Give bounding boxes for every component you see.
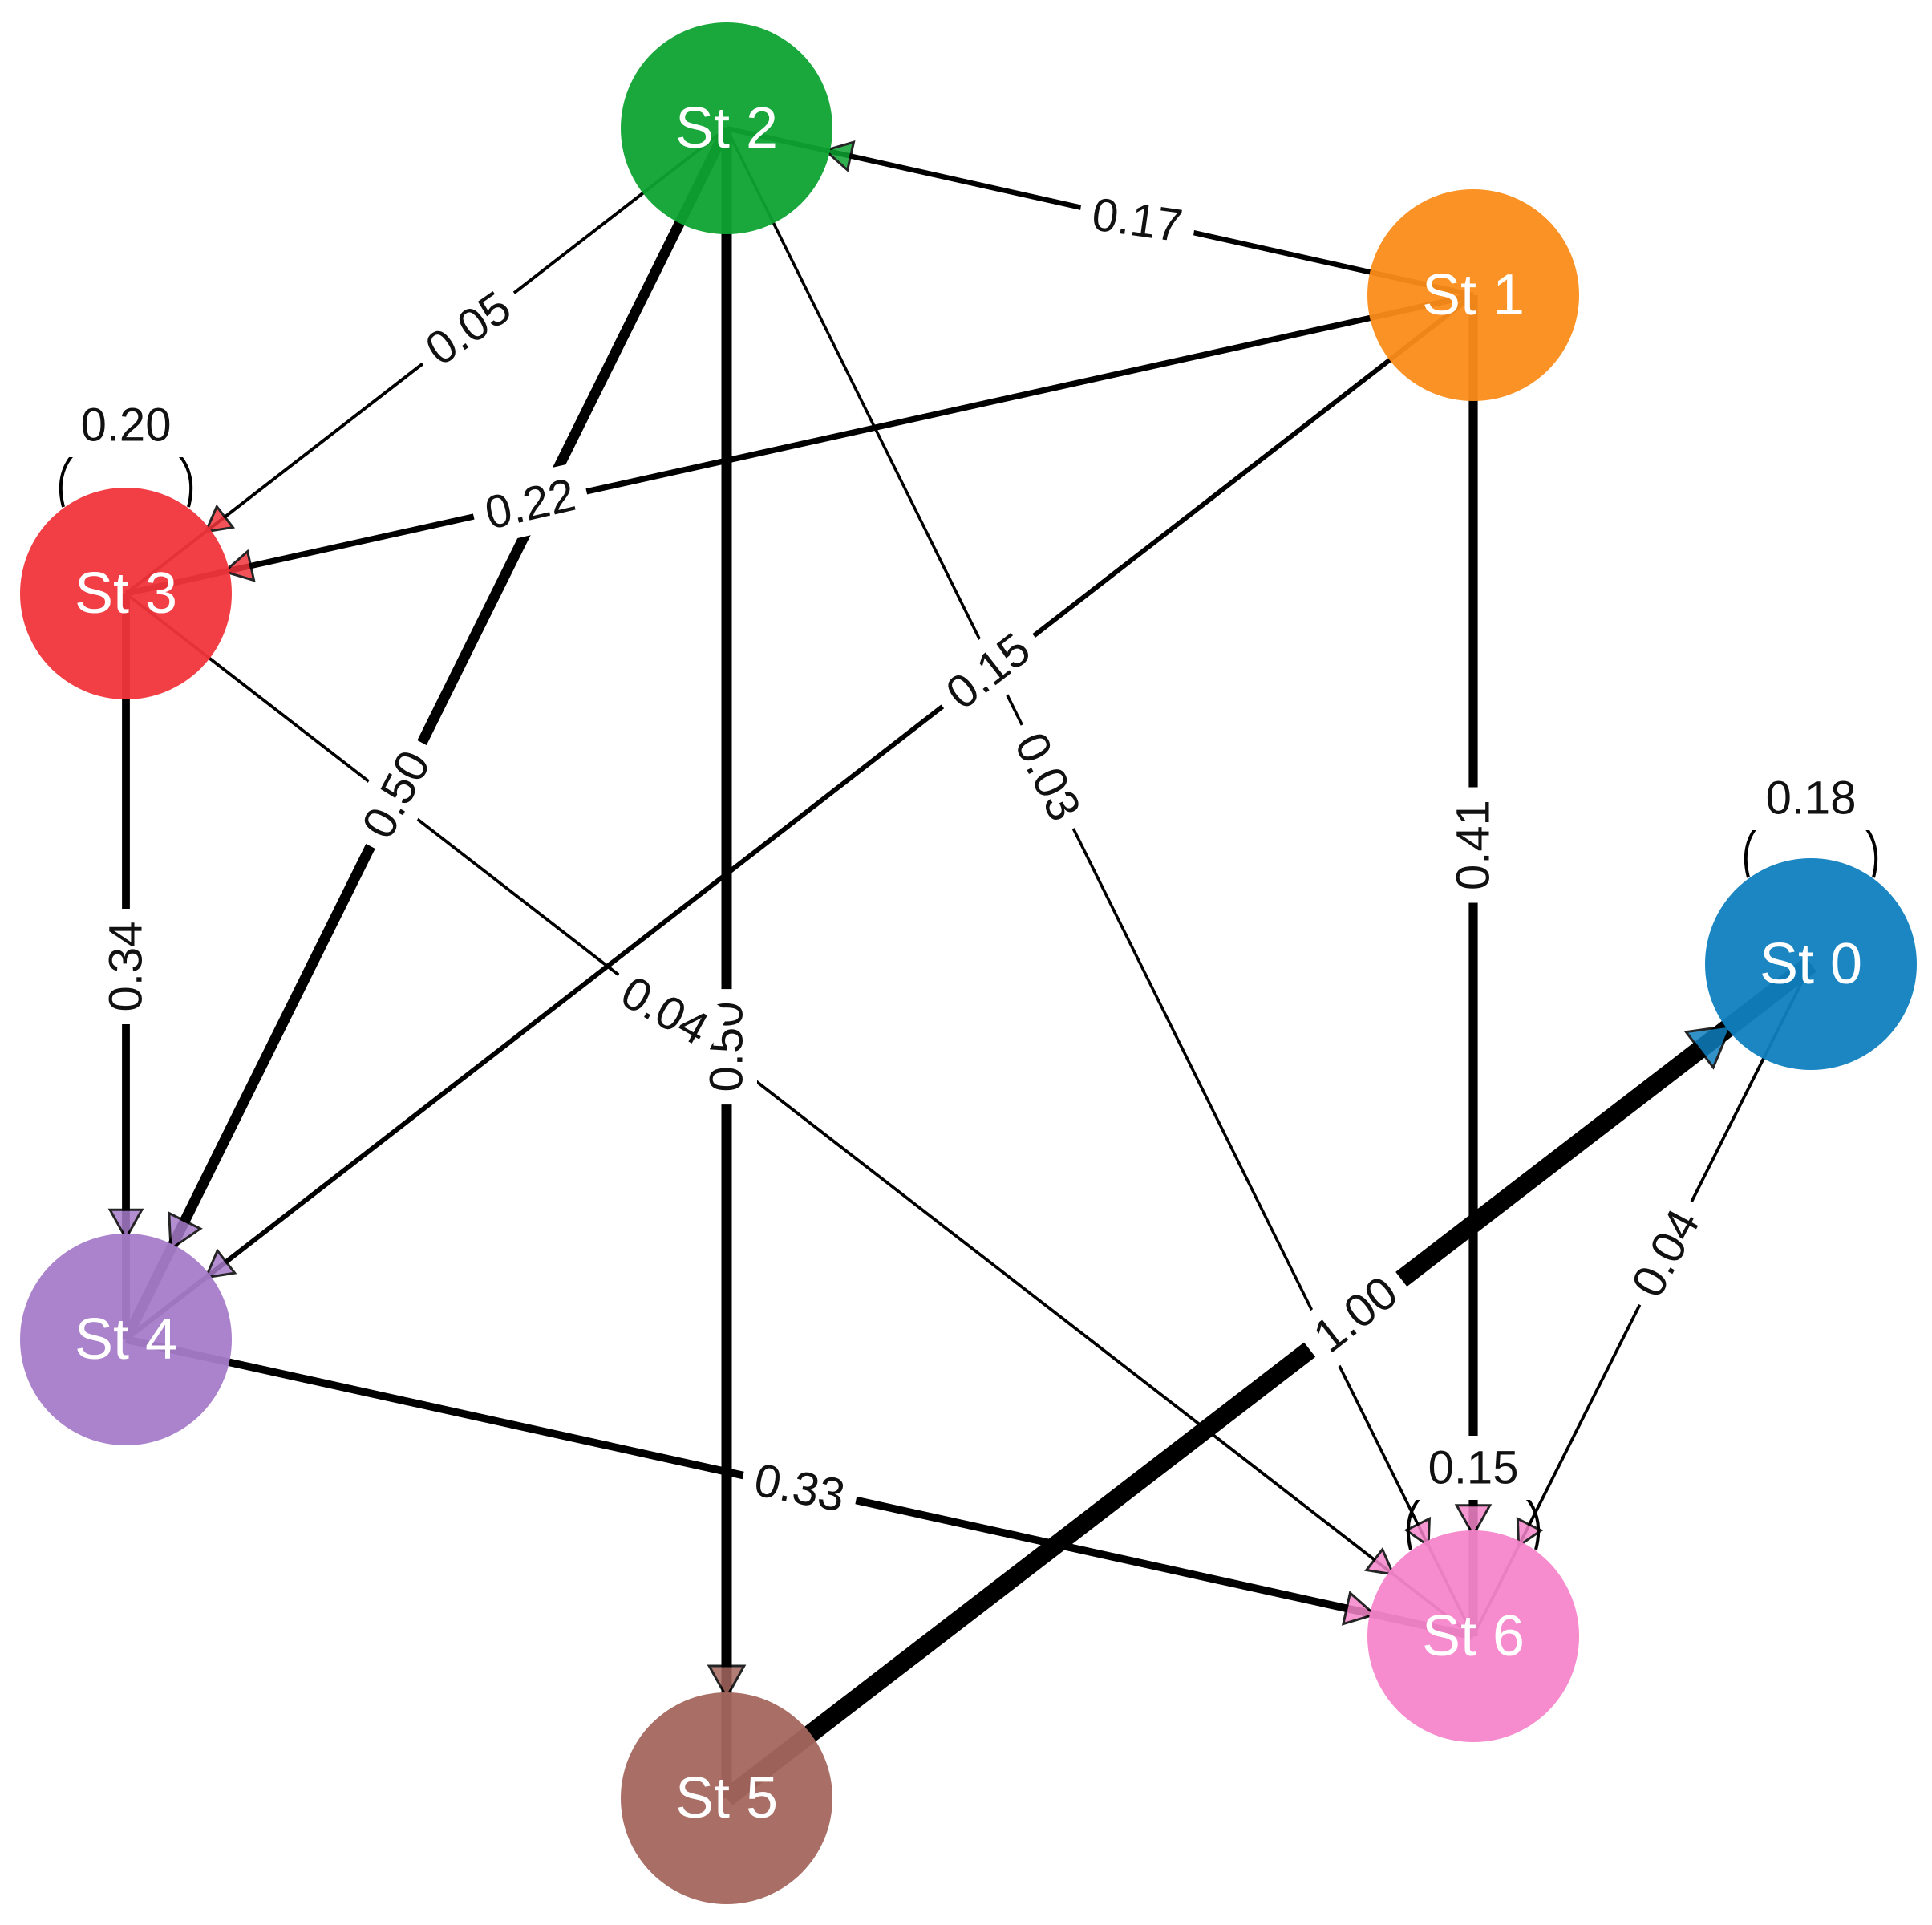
node-circle [1367, 189, 1579, 401]
arrowhead-s3-s6 [1364, 1546, 1395, 1576]
self-loop-label-s6: 0.15 [1411, 1436, 1536, 1500]
node-circle [621, 22, 832, 234]
edge-s2-s4 [121, 126, 731, 1342]
edge-label-s1-s2: 0.17 [1075, 181, 1199, 259]
self-loop-label-s3: 0.20 [63, 393, 188, 457]
node-label: St 3 [75, 561, 177, 626]
node-label: St 4 [75, 1307, 177, 1372]
arrowhead-s2-s6 [1403, 1516, 1432, 1548]
edge-weight-text: 0.17 [1089, 188, 1186, 252]
edge-s5-s0 [720, 956, 1817, 1806]
arrowhead-s1-s2 [822, 140, 856, 172]
node-s6: St 6 [1367, 1530, 1579, 1742]
edge-weight-text: 0.34 [100, 922, 152, 1012]
node-s2: St 2 [621, 22, 832, 234]
node-s0: St 0 [1705, 858, 1917, 1070]
edge-s1-s4 [124, 293, 1475, 1342]
edge-label-s1-s6: 0.41 [1443, 787, 1504, 903]
arrowhead-s2-s5 [707, 1664, 747, 1700]
arrowhead-s1-s4 [204, 1248, 237, 1279]
arrowhead-s2-s3 [204, 504, 236, 533]
edge-label-s2-s6: 0.03 [994, 711, 1101, 842]
arrowhead-s3-s4 [107, 1208, 144, 1242]
node-s4: St 4 [20, 1234, 232, 1445]
edge-label-s3-s4: 0.34 [95, 909, 156, 1024]
node-circle [1367, 1530, 1579, 1742]
node-label: St 0 [1760, 932, 1862, 996]
edge-s1-s3 [125, 292, 1474, 597]
edge-label-s2-s4: 0.50 [342, 729, 451, 860]
edge-s2-s6 [725, 128, 1475, 1637]
edge-s3-s6 [124, 592, 1475, 1638]
nodes-layer: St 0 St 1 St 2 St 3 St 4 St 5 St 6 [20, 22, 1917, 1904]
arrowhead-s0-s6 [1516, 1516, 1544, 1549]
node-circle [20, 1234, 232, 1445]
node-circle [1705, 858, 1917, 1070]
edge-weight-text: 0.22 [480, 468, 581, 540]
node-circle [20, 488, 232, 699]
node-label: St 6 [1422, 1604, 1525, 1668]
arrowhead-s4-s6 [1341, 1591, 1377, 1626]
node-circle [621, 1692, 832, 1904]
edge-label-s0-s6: 0.04 [1611, 1187, 1720, 1319]
edge-weight-text: 0.41 [1448, 800, 1500, 890]
node-label: St 2 [675, 96, 778, 160]
edge-label-s2-s3: 0.05 [403, 270, 533, 387]
node-s3: St 3 [20, 488, 232, 699]
self-loop-weight-text: 0.18 [1766, 772, 1857, 825]
node-label: St 1 [1422, 263, 1525, 327]
arrowhead-s1-s6 [1454, 1504, 1493, 1538]
edge-label-s1-s3: 0.22 [467, 461, 593, 547]
node-label: St 5 [675, 1766, 778, 1830]
self-loop-weight-text: 0.15 [1428, 1442, 1519, 1494]
arrowhead-s1-s3 [221, 549, 256, 582]
edge-label-s1-s4: 0.15 [924, 611, 1053, 731]
edges-layer [107, 125, 1817, 1806]
edge-label-s4-s6: 0.33 [737, 1446, 862, 1530]
node-s1: St 1 [1367, 189, 1579, 401]
node-s5: St 5 [621, 1692, 832, 1904]
self-loop-weight-text: 0.20 [81, 399, 172, 452]
arrowhead-s5-s0 [1683, 1023, 1733, 1070]
self-loop-label-s0: 0.18 [1748, 766, 1873, 830]
arrowhead-s2-s4 [168, 1211, 203, 1251]
